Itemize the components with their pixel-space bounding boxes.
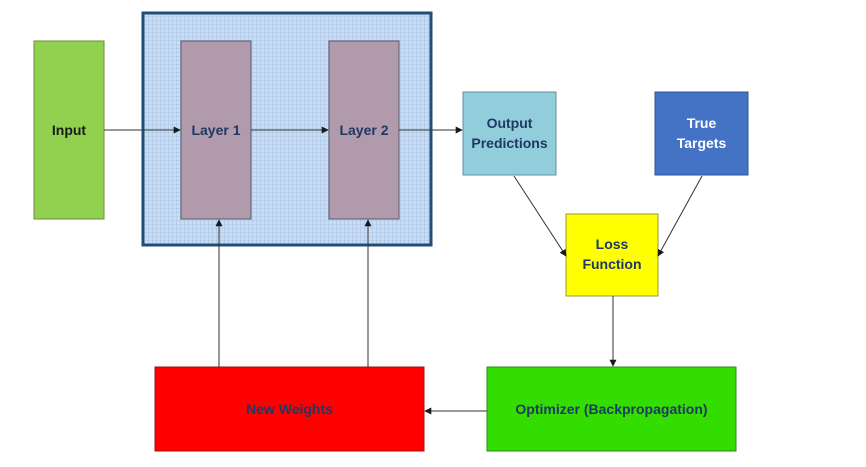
output-label-line1: Output bbox=[487, 115, 533, 131]
layer1-box bbox=[180, 40, 252, 220]
input-label: Input bbox=[52, 122, 87, 138]
optimizer-box bbox=[486, 366, 737, 452]
optimizer-label: Optimizer (Backpropagation) bbox=[515, 401, 707, 417]
arrow-targets-to-loss bbox=[657, 175, 703, 257]
targets-box bbox=[654, 91, 749, 176]
input-box bbox=[33, 40, 105, 220]
layer2-box bbox=[328, 40, 400, 220]
layer2-label: Layer 2 bbox=[339, 122, 388, 138]
weights-label: New Weights bbox=[246, 401, 333, 417]
arrow-output-to-loss bbox=[513, 175, 567, 257]
output-box bbox=[462, 91, 557, 176]
loss-box bbox=[565, 213, 659, 297]
layer1-label: Layer 1 bbox=[191, 122, 240, 138]
weights-box bbox=[154, 366, 425, 452]
loss-label-line2: Function bbox=[582, 256, 641, 272]
loss-label-line1: Loss bbox=[596, 236, 629, 252]
output-label-line2: Predictions bbox=[471, 135, 547, 151]
targets-label-line2: Targets bbox=[677, 135, 727, 151]
targets-label-line1: True bbox=[687, 115, 717, 131]
